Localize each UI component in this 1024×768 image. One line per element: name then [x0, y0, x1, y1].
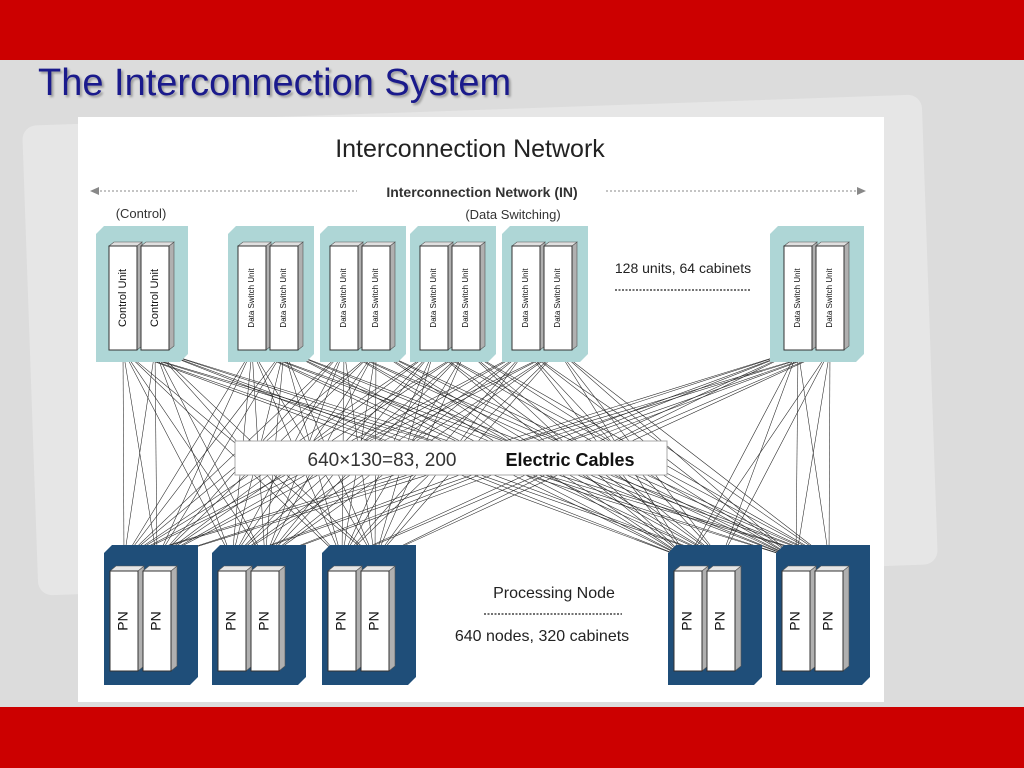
- in-label: Interconnection Network (IN): [386, 184, 577, 200]
- processing-node: PN: [814, 565, 850, 672]
- cable-line: [154, 349, 233, 560]
- pn-cabinets: PN PN PN PN PN PN PN PN PN PN: [104, 545, 870, 685]
- data-switch-cabinet: Data Switch Unit Data Switch Unit: [228, 226, 314, 362]
- processing-node: PN: [673, 565, 709, 672]
- processing-node: PN: [109, 565, 145, 672]
- cable-line: [557, 349, 830, 560]
- pn-cabinet: PN PN: [104, 545, 198, 685]
- data-switch-unit: Data Switch Unit: [361, 241, 396, 351]
- cable-line: [687, 349, 831, 560]
- cable-line: [156, 349, 253, 560]
- cable-line: [795, 349, 831, 560]
- cable-line: [123, 349, 345, 560]
- cable-line: [123, 349, 285, 560]
- in-arrow: [90, 187, 866, 195]
- pn-cabinet: PN PN: [668, 545, 762, 685]
- data-switch-unit-label: Data Switch Unit: [553, 268, 562, 328]
- diagram-canvas: [78, 117, 884, 702]
- cables-label-box: [234, 440, 668, 476]
- cable-line: [687, 349, 799, 560]
- cable-line: [795, 349, 799, 560]
- pn-cabinet: PN PN: [212, 545, 306, 685]
- data-switch-unit: Data Switch Unit: [511, 241, 546, 351]
- processing-node: PN: [360, 565, 396, 672]
- data-switch-cabinet: Data Switch Unit Data Switch Unit: [502, 226, 588, 362]
- units-label: 128 units, 64 cabinets: [615, 260, 751, 276]
- data-switch-unit-label: Data Switch Unit: [371, 268, 380, 328]
- data-switch-unit-label: Data Switch Unit: [521, 268, 530, 328]
- data-switching-label: (Data Switching): [465, 207, 560, 222]
- top-accent-bar: [0, 0, 1024, 60]
- cable-line: [123, 349, 253, 560]
- processing-node: PN: [250, 565, 286, 672]
- data-switch-unit: Data Switch Unit: [543, 241, 578, 351]
- pn-label: PN: [223, 611, 239, 630]
- processing-node: PN: [327, 565, 363, 672]
- pn-label: PN: [333, 611, 349, 630]
- processing-node: PN: [781, 565, 817, 672]
- diagram-heading: Interconnection Network: [335, 135, 605, 163]
- pn-label: PN: [787, 611, 803, 630]
- cable-line: [720, 349, 799, 560]
- data-switch-unit-label: Data Switch Unit: [279, 268, 288, 328]
- processing-node: PN: [142, 565, 178, 672]
- data-switch-unit-label: Data Switch Unit: [247, 268, 256, 328]
- pn-label: PN: [679, 611, 695, 630]
- cable-line: [122, 349, 158, 560]
- data-switch-unit: Data Switch Unit: [237, 241, 272, 351]
- control-cabinet: Control Unit Control Unit: [96, 226, 188, 362]
- cable-line: [797, 349, 830, 560]
- data-switch-unit: Data Switch Unit: [329, 241, 364, 351]
- data-switch-unit-label: Data Switch Unit: [461, 268, 470, 328]
- data-switch-cabinet: Data Switch Unit Data Switch Unit: [410, 226, 496, 362]
- cable-line: [122, 349, 125, 560]
- control-unit-label: Control Unit: [149, 269, 161, 327]
- cable-line: [123, 349, 156, 560]
- bottom-accent-bar: [0, 707, 1024, 768]
- data-switch-unit: Data Switch Unit: [783, 241, 818, 351]
- data-switch-unit: Data Switch Unit: [451, 241, 486, 351]
- processing-node: PN: [217, 565, 253, 672]
- data-switch-unit: Data Switch Unit: [269, 241, 304, 351]
- cable-line: [525, 349, 830, 560]
- pn-cabinet: PN PN: [776, 545, 870, 685]
- cable-line: [156, 349, 285, 560]
- control-label: (Control): [116, 206, 167, 221]
- data-switch-unit: Data Switch Unit: [419, 241, 454, 351]
- data-switch-cabinet: Data Switch Unit Data Switch Unit: [770, 226, 864, 362]
- pn-label: PN: [712, 611, 728, 630]
- data-switch-unit-label: Data Switch Unit: [339, 268, 348, 328]
- cables-formula: 640×130=83, 200: [308, 450, 457, 471]
- control-unit-label: Control Unit: [117, 269, 129, 327]
- in-cabinets: Control Unit Control Unit Data Switch Unit…: [96, 226, 864, 362]
- data-switch-unit: Data Switch Unit: [815, 241, 850, 351]
- processing-node-label: Processing Node: [493, 585, 615, 602]
- data-switch-unit-label: Data Switch Unit: [793, 268, 802, 328]
- cable-line: [557, 349, 797, 560]
- pn-label: PN: [820, 611, 836, 630]
- data-switch-cabinet: Data Switch Unit Data Switch Unit: [320, 226, 406, 362]
- cables-label: Electric Cables: [505, 450, 634, 470]
- cable-line: [154, 349, 158, 560]
- pn-label: PN: [148, 611, 164, 630]
- cable-line: [122, 349, 233, 560]
- pn-label: PN: [115, 611, 131, 630]
- slide-title: The Interconnection System: [38, 62, 512, 104]
- nodes-label: 640 nodes, 320 cabinets: [455, 628, 629, 645]
- control-unit: Control Unit: [108, 241, 143, 351]
- cable-line: [122, 349, 343, 560]
- processing-node: PN: [706, 565, 742, 672]
- pn-cabinet: PN PN: [322, 545, 416, 685]
- pn-label: PN: [256, 611, 272, 630]
- control-unit: Control Unit: [140, 241, 175, 351]
- cable-line: [720, 349, 831, 560]
- data-switch-unit-label: Data Switch Unit: [825, 268, 834, 328]
- pn-label: PN: [366, 611, 382, 630]
- data-switch-unit-label: Data Switch Unit: [429, 268, 438, 328]
- cable-line: [154, 349, 266, 560]
- cable-line: [828, 349, 831, 560]
